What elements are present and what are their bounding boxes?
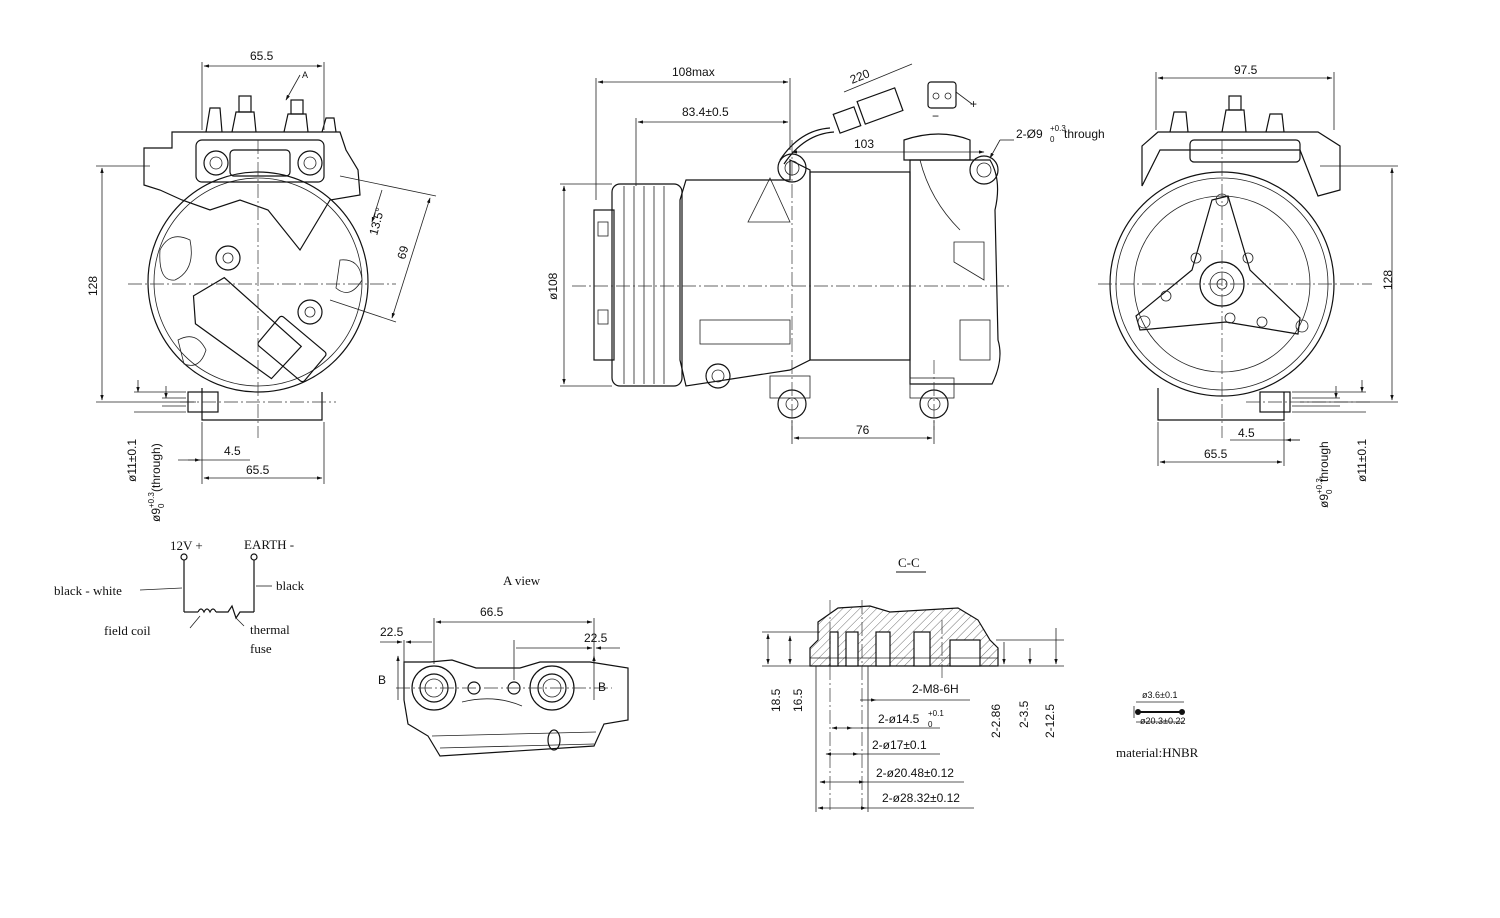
right-dim-bottom-width: 65.5 [1204, 447, 1228, 461]
section-dia1-tol-low: 0 [928, 720, 933, 729]
wiring-12v: 12V + [170, 538, 203, 553]
wiring-diagram [139, 553, 272, 629]
a-view-drawing [380, 618, 629, 757]
side-dim-pulley-dia: ø108 [546, 272, 560, 300]
oring-dim-cross: ø3.6±0.1 [1142, 690, 1177, 700]
a-view-label-b-right: B [598, 680, 606, 694]
right-dim-hole-a: ø11±0.1 [1355, 439, 1369, 482]
section-dim-18-5: 18.5 [769, 688, 783, 712]
section-dia1: 2-ø14.5 +0.1 0 [878, 709, 944, 729]
left-arrow-label: A [302, 70, 308, 80]
section-dia2: 2-ø17±0.1 [872, 738, 927, 752]
right-view [1098, 72, 1398, 466]
section-depth1: 2-2.86 [989, 704, 1003, 738]
left-hole-b-main: ø9 [149, 508, 163, 522]
right-dim-top-width: 97.5 [1234, 63, 1258, 77]
right-hole-b-note: through [1317, 441, 1331, 482]
left-dim-height: 128 [86, 276, 100, 296]
side-dim-cable: 220 [848, 66, 872, 87]
left-view [96, 62, 437, 484]
side-dim-mount: 103 [854, 137, 874, 151]
section-cc-title: C-C [898, 555, 920, 570]
section-depth2: 2-3.5 [1017, 700, 1031, 728]
right-hole-b-main: ø9 [1317, 494, 1331, 508]
oring-drawing [1133, 701, 1185, 723]
oring-dim-inner: ø20.3±0.22 [1140, 716, 1185, 726]
left-hole-b-note: (through) [149, 443, 163, 492]
a-view-dim-left: 22.5 [380, 625, 404, 639]
section-cc-drawing [762, 600, 1064, 812]
side-hole-main: 2-Ø9 [1016, 127, 1043, 141]
left-dim-angle: 13.5° [366, 206, 387, 237]
right-dim-hole-b: ø9 +0.3 0 through [1315, 441, 1334, 508]
right-hole-b-tol-low: 0 [1325, 489, 1334, 494]
section-depth3: 2-12.5 [1043, 704, 1057, 738]
wiring-field-coil: field coil [104, 623, 151, 638]
side-dim-bottom: 76 [856, 423, 870, 437]
section-dia3: 2-ø20.48±0.12 [876, 766, 954, 780]
wiring-black-white: black - white [54, 583, 122, 598]
left-dim-hole-a: ø11±0.1 [125, 439, 139, 482]
left-dim-offset: 4.5 [224, 444, 241, 458]
side-hole-note: 2-Ø9 +0.3 0 through [1016, 124, 1105, 144]
side-hole-tol-up: +0.3 [1050, 124, 1066, 133]
left-dim-hole-b: ø9 +0.3 0 (through) [147, 443, 166, 522]
section-dia4: 2-ø28.32±0.12 [882, 791, 960, 805]
left-dim-bottom-width: 65.5 [246, 463, 270, 477]
section-thread: 2-M8-6H [912, 682, 959, 696]
oring-material: material:HNBR [1116, 745, 1199, 760]
wiring-fuse: fuse [250, 641, 272, 656]
a-view-dim-center: 66.5 [480, 605, 504, 619]
wiring-black: black [276, 578, 305, 593]
right-dim-offset: 4.5 [1238, 426, 1255, 440]
side-dim-pulley: 83.4±0.5 [682, 105, 729, 119]
left-hole-b-tol-low: 0 [157, 503, 166, 508]
connector-plus: + [970, 97, 977, 111]
section-dim-16-5: 16.5 [791, 688, 805, 712]
side-dim-overall: 108max [672, 65, 715, 79]
connector-minus: − [932, 109, 939, 123]
section-dia1-tol-up: +0.1 [928, 709, 944, 718]
right-hole-b-tol-up: +0.3 [1315, 478, 1324, 494]
a-view-title: A view [503, 573, 541, 588]
section-dia1-main: 2-ø14.5 [878, 712, 920, 726]
left-dim-diag: 69 [394, 244, 411, 261]
side-hole-tol-low: 0 [1050, 135, 1055, 144]
a-view-label-b-left: B [378, 673, 386, 687]
left-hole-b-tol-up: +0.3 [147, 492, 156, 508]
left-dim-top-width: 65.5 [250, 49, 274, 63]
wiring-earth: EARTH - [244, 537, 294, 552]
a-view-dim-right: 22.5 [584, 631, 608, 645]
side-hole-suffix: through [1064, 127, 1105, 141]
right-dim-height: 128 [1381, 270, 1395, 290]
side-view [560, 63, 1014, 444]
wiring-thermal: thermal [250, 622, 290, 637]
